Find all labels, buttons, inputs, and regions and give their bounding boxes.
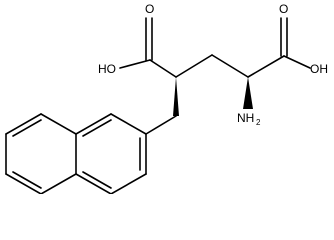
stereo-wedge-amine [243,77,253,109]
bond-right-c-oh [283,55,311,69]
ring-double-5 [12,171,42,189]
left-carboxyl-group [119,17,177,78]
ring-bond-8 [5,113,42,135]
ring-bond-1 [110,113,147,135]
naphthalene-ring [5,113,147,194]
ring-double-3 [82,171,112,189]
stereo-wedge-benzyl [173,77,179,116]
ring-bond-5 [110,173,147,194]
right-carboxyl-group [247,17,311,78]
bond-c3-c4 [211,54,249,78]
molecule-structure: O HO O OH NH 2 [5,2,328,194]
ring-bond-2 [75,113,112,135]
bond-c2-c3 [175,54,213,78]
amine-label: NH [237,111,254,125]
amine-subscript: 2 [256,118,261,127]
ring-bond-7 [40,113,77,135]
ring-bond-11 [40,173,77,194]
hydroxyl-label-right: OH [310,62,328,76]
ring-bond-10 [5,173,42,194]
bond-c2-carboxyl-c [149,59,177,78]
ring-bond-4 [75,173,112,194]
ring-double-1 [82,119,112,137]
oxygen-label-left: O [145,2,154,16]
hydroxyl-label-left: HO [98,62,116,76]
ring-double-4 [12,119,42,137]
bond-c4-carboxyl-c [247,55,285,78]
bond-ch2-naphthyl [145,115,177,135]
oxygen-label-right: O [279,2,288,16]
backbone [175,54,249,78]
bond-left-c-oh [119,59,151,69]
